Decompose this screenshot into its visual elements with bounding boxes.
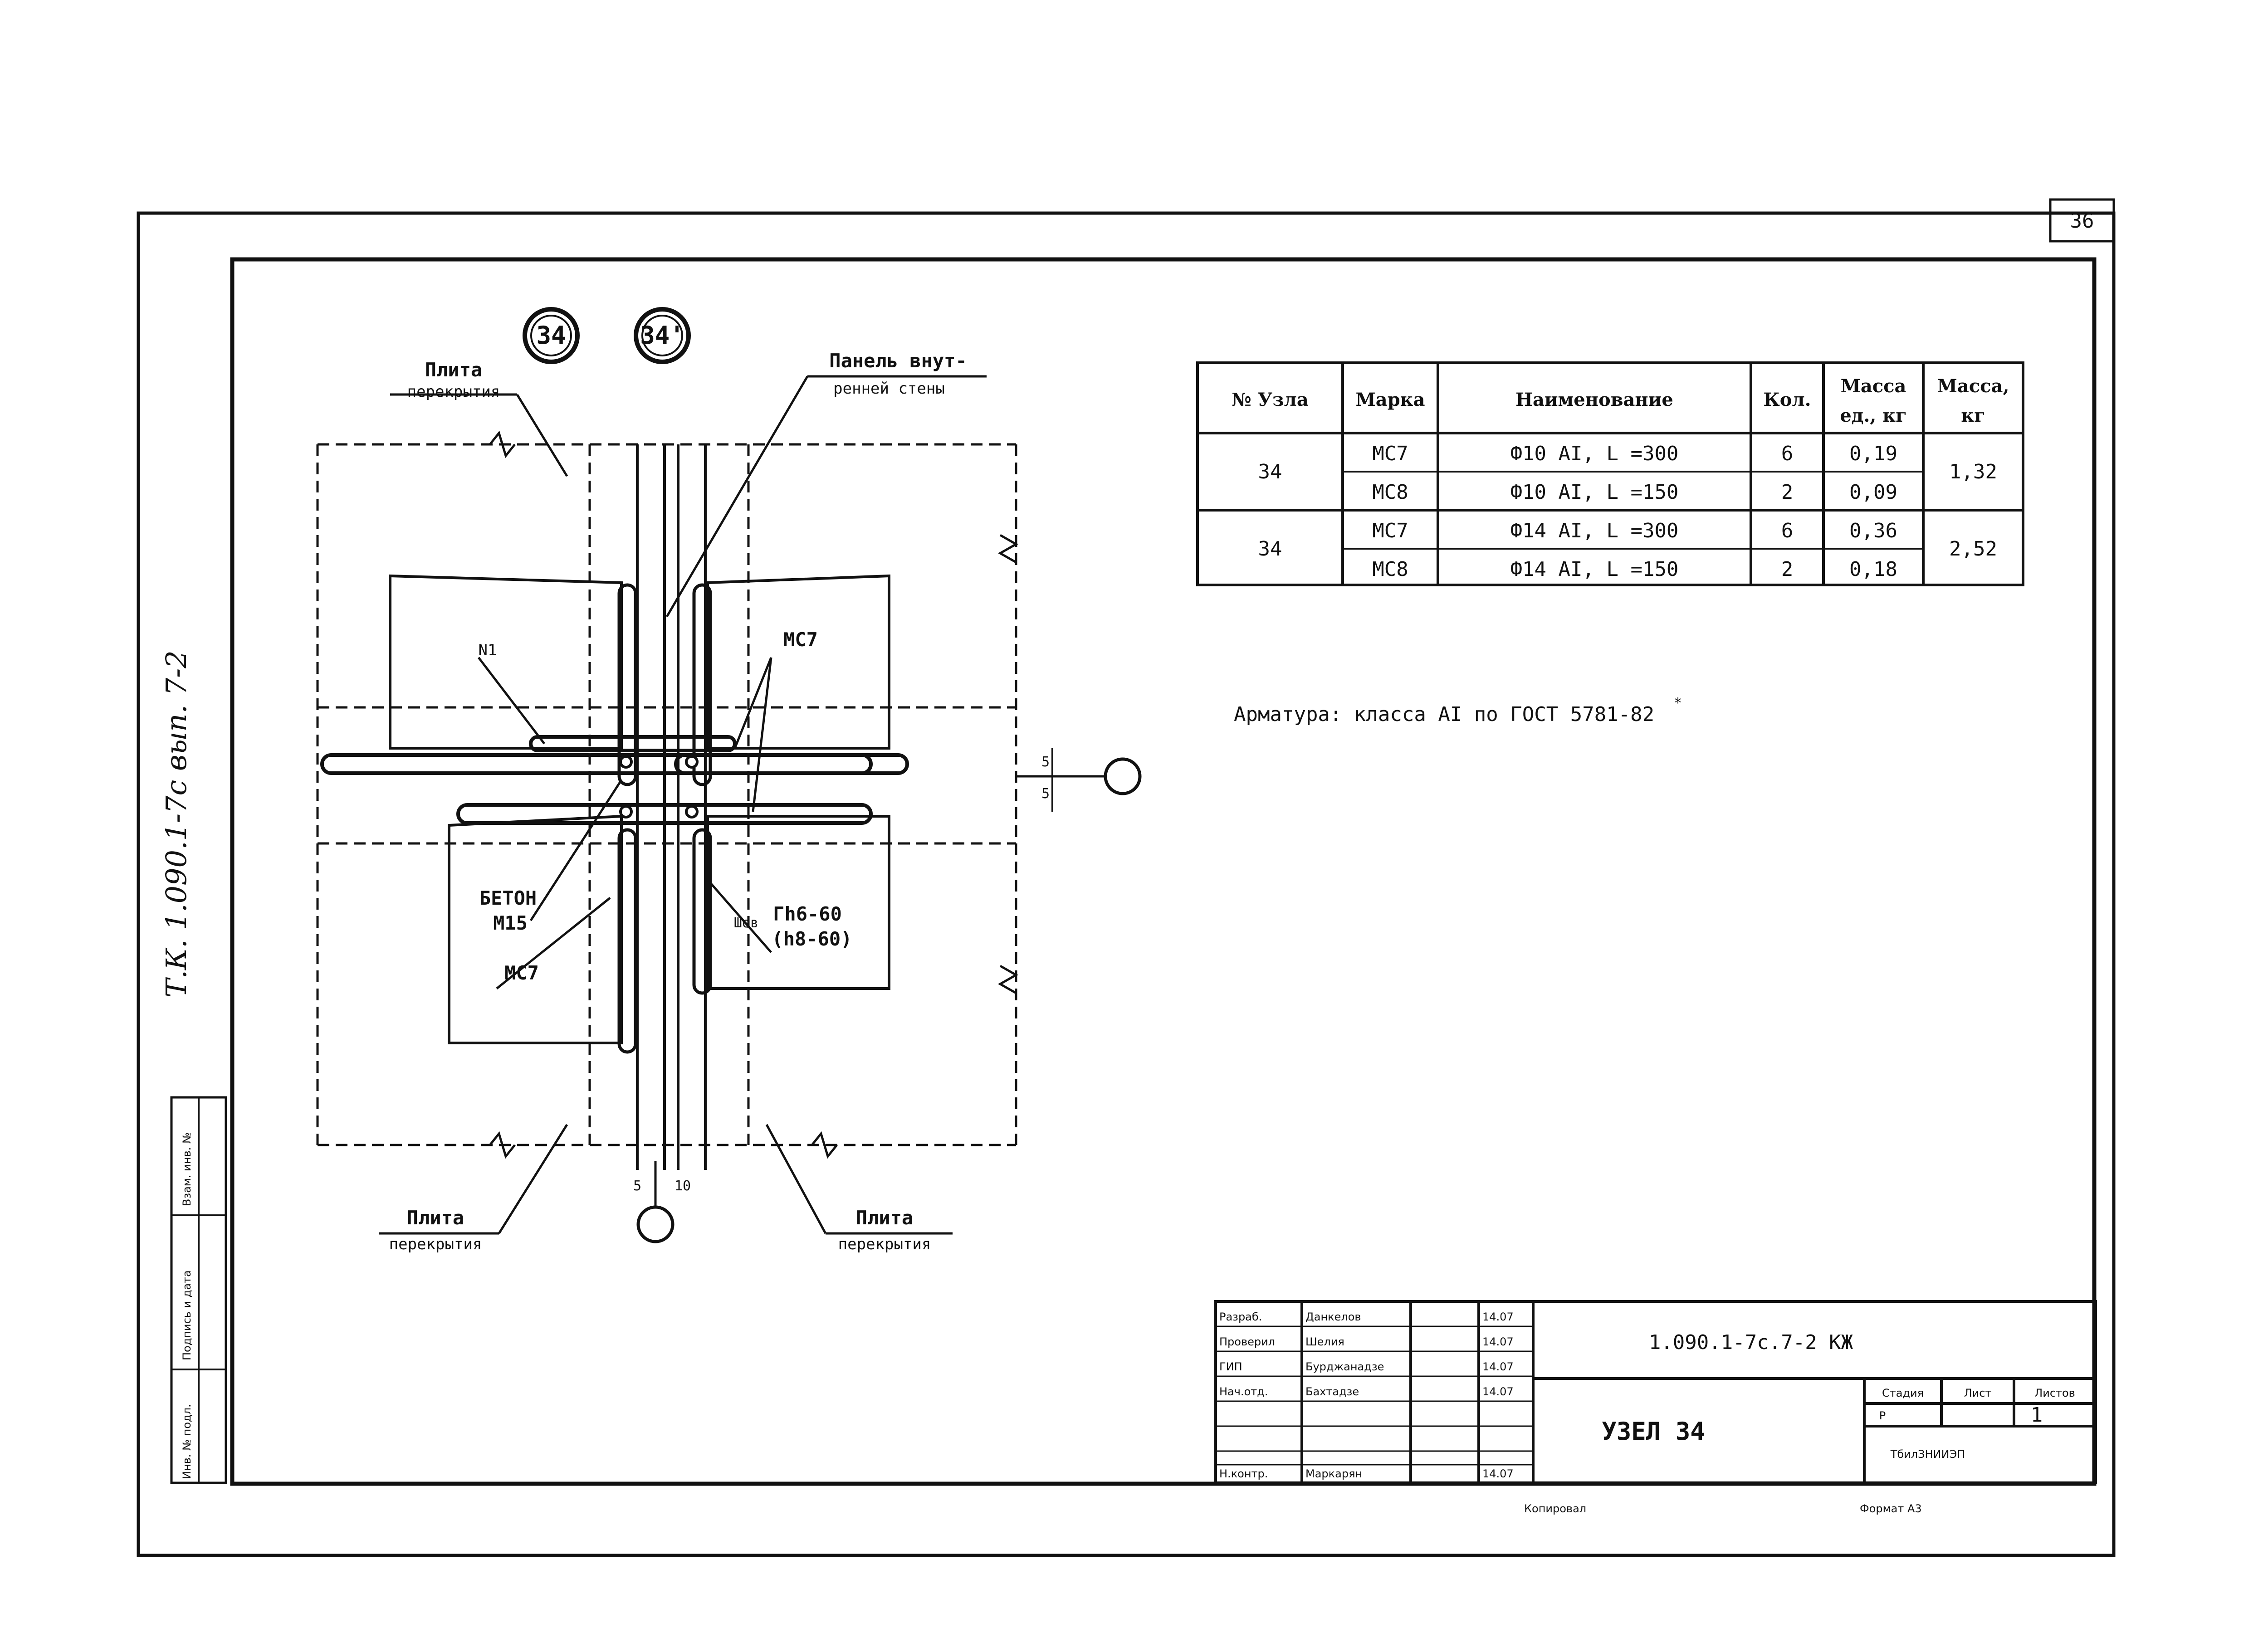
tb-date-3: 14.07 bbox=[1482, 1360, 1514, 1373]
group2-row2-unit-mass: 0,18 bbox=[1849, 558, 1897, 581]
callouts: Плита перекрытия Панель внут- ренней сте… bbox=[389, 350, 1050, 1253]
callout-mc7-bottom: МС7 bbox=[504, 962, 539, 984]
group1-row2-name: Ф10 AI, L =150 bbox=[1510, 481, 1679, 504]
callout-slab-bottom-left-2: перекрытия bbox=[389, 1235, 482, 1253]
dim-right-top: 5 bbox=[1041, 754, 1050, 770]
group1-row1-mark: МС7 bbox=[1372, 442, 1408, 465]
node-detail-drawing: 34 34' Плита перекрытия Панель вну bbox=[316, 307, 1142, 1253]
note-text: Арматура: класса AI по ГОСТ 5781-82 bbox=[1234, 703, 1654, 726]
callout-panel-2: ренней стены bbox=[833, 380, 945, 398]
group2-row1-mark: МС7 bbox=[1372, 519, 1408, 542]
tb-date-4: 14.07 bbox=[1482, 1385, 1514, 1398]
callout-slab-bottom-left-1: Плита bbox=[407, 1207, 464, 1229]
copied-label: Копировал bbox=[1524, 1502, 1586, 1515]
group1-row2-mark: МС8 bbox=[1372, 481, 1408, 504]
tb-role-1: Разраб. bbox=[1219, 1311, 1262, 1323]
title-block: Разраб. Данкелов 14.07 Проверил Шелия 14… bbox=[1214, 1300, 2097, 1484]
tb-date-1: 14.07 bbox=[1482, 1311, 1514, 1323]
tb-sheet-label: Лист bbox=[1964, 1387, 1992, 1399]
group2-row1-unit-mass: 0,36 bbox=[1849, 519, 1897, 542]
th-mark: Марка bbox=[1356, 389, 1425, 410]
margin-replace-inv: Взам. инв. № bbox=[181, 1132, 193, 1206]
tb-name-2: Шелия bbox=[1305, 1335, 1344, 1348]
tb-date-2: 14.07 bbox=[1482, 1335, 1514, 1348]
callout-concrete-1: БЕТОН bbox=[479, 887, 537, 909]
group1-row1-unit-mass: 0,19 bbox=[1849, 442, 1897, 465]
th-node: № Узла bbox=[1232, 389, 1309, 410]
group2-row1-qty: 6 bbox=[1781, 519, 1794, 542]
group2-row2-mark: МС8 bbox=[1372, 558, 1408, 581]
callout-mc7-top: МС7 bbox=[783, 628, 818, 651]
group2-node: 34 bbox=[1258, 537, 1282, 560]
callout-weld-spec-1: Гh6-60 bbox=[773, 903, 842, 925]
callout-weld-symbol: Шов bbox=[734, 915, 758, 931]
tb-sheets-value: 1 bbox=[2031, 1403, 2043, 1427]
tb-drawing-title: УЗЕЛ 34 bbox=[1602, 1417, 1705, 1446]
tb-sheets-label: Листов bbox=[2034, 1387, 2075, 1399]
tb-role-2: Проверил bbox=[1219, 1335, 1275, 1348]
group1-row1-name: Ф10 AI, L =300 bbox=[1510, 442, 1679, 465]
node-marker-34-prime: 34' bbox=[640, 321, 684, 350]
group2-total-mass: 2,52 bbox=[1949, 537, 1997, 560]
callout-weld-spec-2: (h8-60) bbox=[772, 928, 852, 950]
format-label: Формат А3 bbox=[1860, 1502, 1922, 1515]
th-name: Наименование bbox=[1515, 389, 1673, 410]
th-unit-mass-2: ед., кг bbox=[1840, 405, 1906, 426]
group1-row2-qty: 2 bbox=[1781, 481, 1794, 504]
tb-role-3: ГИП bbox=[1219, 1360, 1242, 1373]
dim-bottom-left: 5 bbox=[633, 1178, 641, 1194]
spec-table: № Узла Марка Наименование Кол. Масса ед.… bbox=[1196, 361, 2024, 586]
th-qty: Кол. bbox=[1763, 389, 1811, 410]
tb-name-4: Бахтадзе bbox=[1305, 1385, 1359, 1398]
th-mass-2: кг bbox=[1961, 405, 1985, 426]
tb-name-5: Маркарян bbox=[1305, 1467, 1362, 1480]
tb-date-5: 14.07 bbox=[1482, 1467, 1514, 1480]
group1-row1-qty: 6 bbox=[1781, 442, 1794, 465]
group2-row1-name: Ф14 AI, L =300 bbox=[1510, 519, 1679, 542]
callout-panel-1: Панель внут- bbox=[829, 350, 967, 372]
callout-slab-bottom-right-1: Плита bbox=[856, 1207, 913, 1229]
margin-inv-orig: Инв. № подл. bbox=[181, 1404, 193, 1479]
callout-concrete-2: М15 bbox=[493, 912, 528, 934]
dim-bottom-right: 10 bbox=[675, 1178, 691, 1194]
th-mass-1: Масса, bbox=[1937, 375, 2009, 397]
tb-name-3: Бурджанадзе bbox=[1305, 1360, 1384, 1373]
group2-row2-name: Ф14 AI, L =150 bbox=[1510, 558, 1679, 581]
callout-slab-bottom-right-2: перекрытия bbox=[838, 1235, 931, 1253]
tb-name-1: Данкелов bbox=[1305, 1311, 1361, 1323]
group1-row2-unit-mass: 0,09 bbox=[1849, 481, 1897, 504]
side-inscription: Т.К. 1.090.1-7с вып. 7-2 bbox=[160, 650, 193, 998]
th-unit-mass-1: Масса bbox=[1841, 375, 1906, 397]
margin-sign-date: Подпись и дата bbox=[181, 1270, 193, 1360]
reinforcement-note: Арматура: класса AI по ГОСТ 5781-82 * bbox=[1234, 695, 1682, 726]
node-marker-34: 34 bbox=[536, 321, 566, 350]
callout-n1: N1 bbox=[479, 641, 497, 659]
tb-organization: ТбилЗНИИЭП bbox=[1890, 1448, 1965, 1461]
tb-stage-label: Стадия bbox=[1882, 1387, 1924, 1399]
group2-row2-qty: 2 bbox=[1781, 558, 1794, 581]
tb-stage-value: Р bbox=[1879, 1409, 1886, 1422]
group1-node: 34 bbox=[1258, 460, 1282, 483]
dim-right-bottom: 5 bbox=[1041, 786, 1050, 802]
tb-role-5: Н.контр. bbox=[1219, 1467, 1268, 1480]
callout-slab-top-left-2: перекрытия bbox=[407, 383, 500, 401]
sheet-frame: 36 bbox=[137, 198, 2116, 1557]
tb-designation: 1.090.1-7с.7-2 КЖ bbox=[1649, 1331, 1853, 1354]
node-markers: 34 34' bbox=[523, 307, 691, 364]
group1-total-mass: 1,32 bbox=[1949, 460, 1997, 483]
tb-role-4: Нач.отд. bbox=[1219, 1385, 1268, 1398]
left-margin-strip: Взам. инв. № Подпись и дата Инв. № подл.… bbox=[160, 650, 227, 1484]
callout-slab-top-left-1: Плита bbox=[425, 359, 482, 381]
sheet-number: 36 bbox=[2070, 209, 2094, 233]
note-superscript: * bbox=[1674, 695, 1682, 711]
